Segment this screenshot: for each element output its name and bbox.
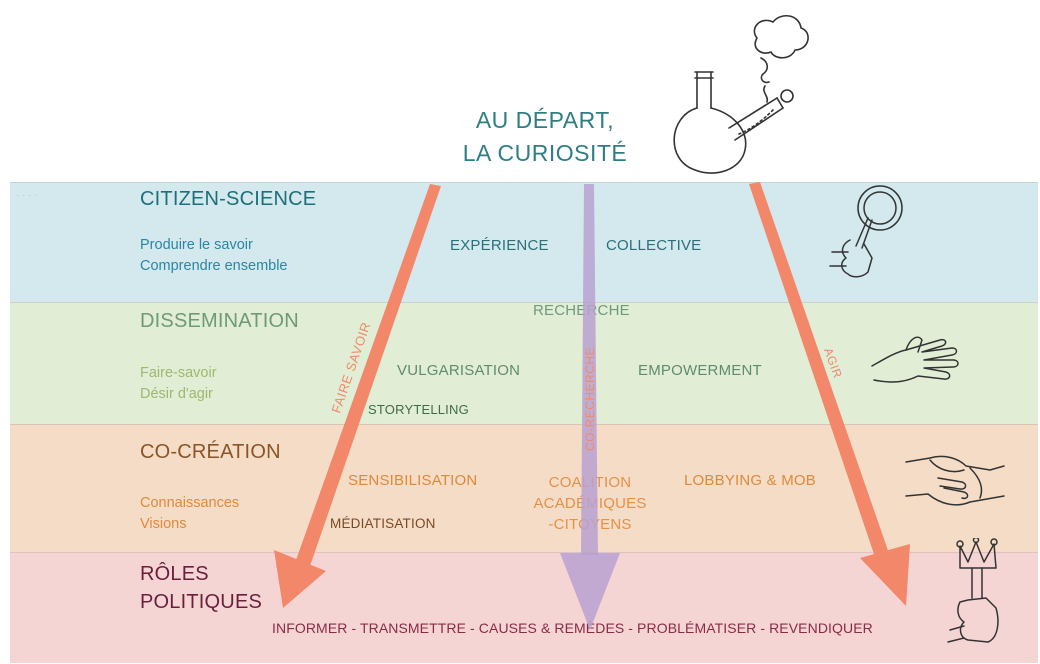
- band-4-heading-1: RÔLES: [140, 563, 209, 585]
- diagram-title: AU DÉPART, LA CURIOSITÉ: [420, 104, 670, 170]
- band-1-sub: Produire le savoir Comprendre ensemble: [140, 235, 288, 277]
- band-4-heading: RÔLES POLITIQUES: [140, 560, 262, 616]
- band-2-sub: Faire-savoir Désir d'agir: [140, 363, 217, 405]
- band-2-sub-2: Désir d'agir: [140, 386, 213, 402]
- band-3-sub-1: Connaissances: [140, 495, 240, 511]
- keyword-collective: COLLECTIVE: [606, 237, 702, 254]
- arrow-agir: [749, 182, 910, 606]
- scepter-hand-icon: [947, 538, 999, 643]
- band-1-sub-2: Comprendre ensemble: [140, 258, 288, 274]
- band-3-heading: CO-CRÉATION: [140, 441, 281, 463]
- arrow-faire-savoir: [274, 184, 441, 608]
- keyword-vulgarisation: VULGARISATION: [397, 362, 521, 379]
- keyword-recherche: RECHERCHE: [533, 302, 630, 319]
- band-1-heading: CITIZEN-SCIENCE: [140, 188, 317, 210]
- arrow-co-recherche: [560, 184, 620, 630]
- band-3-sub-2: Visions: [140, 516, 187, 532]
- band-1-sub-1: Produire le savoir: [140, 237, 253, 253]
- band-dissemination: [10, 302, 1038, 425]
- roles-bottom-line: INFORMER - TRANSMETTRE - CAUSES & REMÈDE…: [272, 620, 873, 636]
- label-co-recherche: CO-RECHERCHE: [583, 347, 597, 452]
- title-line-1: AU DÉPART,: [475, 107, 615, 133]
- left-sketch-marks: · · · ·: [16, 190, 38, 201]
- title-line-2: LA CURIOSITÉ: [462, 140, 628, 166]
- band-3-sub: Connaissances Visions: [140, 493, 239, 535]
- band-roles-politiques: [10, 552, 1038, 663]
- band-2-heading: DISSEMINATION: [140, 310, 299, 332]
- keyword-sensibilisation: SENSIBILISATION: [348, 472, 478, 489]
- keyword-storytelling: STORYTELLING: [368, 402, 469, 417]
- keyword-mediatisation: MÉDIATISATION: [330, 516, 436, 531]
- open-hand-icon: [871, 336, 959, 383]
- handshake-icon: [905, 455, 1005, 506]
- band-citizen-science: [10, 182, 1038, 303]
- keyword-experience: EXPÉRIENCE: [450, 237, 549, 254]
- keyword-lobbying: LOBBYING & MOB: [684, 472, 816, 489]
- band-4-heading-2: POLITIQUES: [140, 591, 263, 613]
- magnifier-hand-icon: [829, 185, 903, 278]
- keyword-empowerment: EMPOWERMENT: [638, 362, 762, 379]
- band-2-sub-1: Faire-savoir: [140, 365, 217, 381]
- flask-icon: [673, 15, 809, 174]
